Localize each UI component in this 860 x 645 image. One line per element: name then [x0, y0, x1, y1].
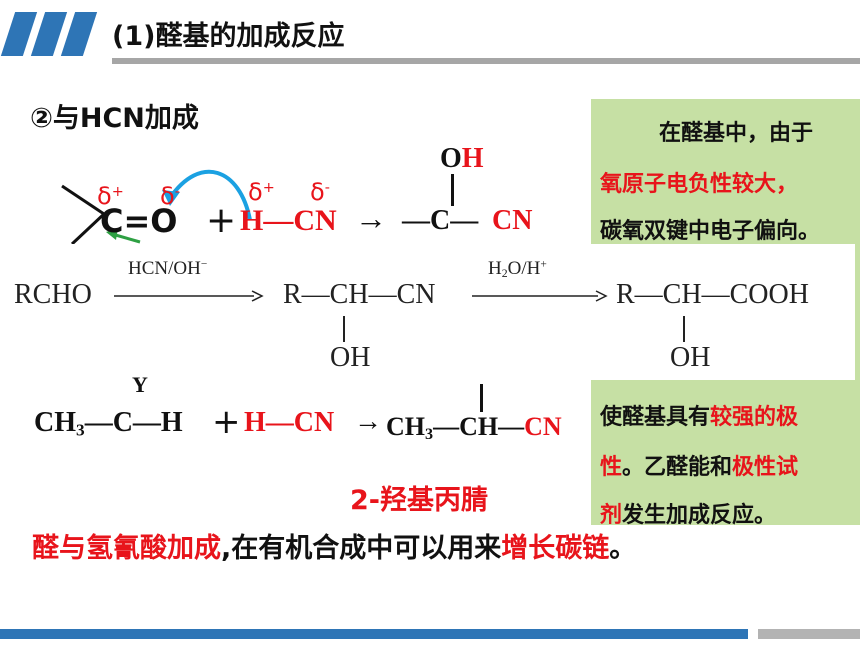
mech-hcn: H—CN	[240, 204, 337, 237]
example-hcn: H—CN	[244, 407, 335, 438]
scheme-reactant: RCHO	[14, 279, 92, 310]
scheme-arrow-2-icon	[472, 290, 608, 302]
scheme-product-bond	[683, 316, 685, 342]
example-acetaldehyde: CH3—C—H	[34, 407, 183, 440]
scheme-product: R—CH—COOH	[616, 279, 809, 310]
callout-line-6: 剂发生加成反应。	[600, 503, 777, 525]
example-product: CH3—CH—CN	[386, 412, 562, 444]
scheme-intermediate-bond	[343, 316, 345, 342]
product-oh: OH	[440, 143, 484, 174]
delta-plus-h: δ+	[248, 178, 275, 206]
callout-line-4: 使醛基具有较强的极	[600, 405, 799, 430]
footer-bar-blue	[0, 629, 748, 639]
example-product-bond	[480, 384, 483, 412]
delta-minus-o: δ-	[160, 182, 180, 210]
scheme-arrow-1-icon	[114, 290, 264, 302]
bond-line-icon	[61, 184, 106, 246]
scheme-reagent-2: H2O/H+	[488, 258, 547, 280]
scheme-intermediate-oh: OH	[330, 342, 371, 373]
example-carbonyl-o: Y	[132, 372, 148, 397]
example-plus: +	[212, 402, 241, 442]
summary-line: 醛与氢氰酸加成,在有机合成中可以用来增长碳链。	[32, 533, 637, 564]
product-carbon: —C—	[402, 205, 479, 236]
page-title: (1)醛基的加成反应	[112, 21, 345, 52]
electron-arrow-icon	[162, 169, 252, 221]
scheme-reagent-1: HCN/OH−	[128, 258, 208, 279]
product-cn: CN	[492, 205, 533, 236]
callout-line-2: 氧原子电负性较大，	[600, 172, 799, 197]
example-arrow: →	[354, 406, 382, 437]
delta-minus-c: δ-	[310, 178, 330, 206]
scheme-intermediate: R—CH—CN	[283, 279, 436, 310]
callout-line-1: 在醛基中，由于	[659, 121, 814, 146]
mech-arrow: →	[355, 200, 387, 236]
callout-line-3: 碳氧双键中电子偏向。	[600, 219, 821, 244]
scheme-product-oh: OH	[670, 342, 711, 373]
callout-line-5: 性。乙醛能和极性试	[600, 455, 799, 480]
green-arrow-icon	[106, 228, 141, 244]
footer-bar-gray	[758, 629, 860, 639]
header-rule	[112, 58, 860, 64]
section-subtitle: ②与HCN加成	[30, 103, 199, 134]
product-name: 2-羟基丙腈	[350, 485, 488, 516]
carbonyl-group: C=O	[100, 202, 178, 240]
delta-plus-c: δ+	[97, 182, 124, 210]
product-vertical-bond	[451, 174, 454, 206]
mech-plus: +	[206, 200, 237, 241]
reaction-scheme: RCHO HCN/OH− R—CH—CN OH H2O/H+ R—CH—COOH…	[0, 244, 855, 380]
